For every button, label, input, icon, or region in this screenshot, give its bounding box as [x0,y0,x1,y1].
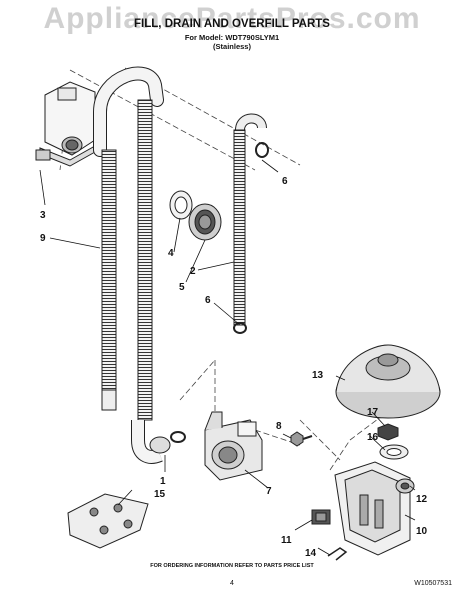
callout-11: 11 [281,535,292,546]
watermark: AppliancePartsPros.com [43,2,421,35]
drain-seal-and-nut [169,190,222,241]
page-number: 4 [230,580,234,587]
callout-12: 12 [416,494,428,505]
callout-17: 17 [367,407,379,418]
ordering-note: FOR ORDERING INFORMATION REFER TO PARTS … [150,563,314,569]
wire-clip [327,547,348,561]
inlet-valve [204,411,263,481]
float-switch-bracket [311,461,415,556]
callout-1: 1 [160,476,166,487]
callout-14: 14 [305,548,317,559]
callout-9: 9 [40,233,46,244]
callout-3: 3 [40,210,46,221]
callout-8: 8 [276,421,282,432]
valve-screw [290,431,313,447]
fill-hose [233,113,269,334]
callout-2: 2 [190,266,196,277]
fill-funnel-assembly [35,81,96,167]
drain-hose [93,66,186,464]
callout-4: 4 [168,248,174,259]
callout-10: 10 [416,526,428,537]
callout-13: 13 [312,370,324,381]
page-title: FILL, DRAIN AND OVERFILL PARTS [134,18,330,30]
mounting-pad [67,493,149,549]
model-line: For Model: WDT790SLYM1 [184,33,280,42]
document-number: W10507531 [414,580,452,587]
float-nut-and-seal [377,423,409,460]
callout-16: 16 [367,432,379,443]
callout-7: 7 [266,486,272,497]
float [335,344,441,419]
callout-6-upper: 6 [282,176,288,187]
finish-label: (Stainless) [213,42,251,51]
callout-numbers: 3 9 4 5 2 6 6 1 15 7 8 13 17 16 12 10 11… [40,176,428,559]
leader-lines [39,159,416,556]
callout-15: 15 [154,489,166,500]
callout-6-lower: 6 [205,295,211,306]
callout-5: 5 [179,282,185,293]
